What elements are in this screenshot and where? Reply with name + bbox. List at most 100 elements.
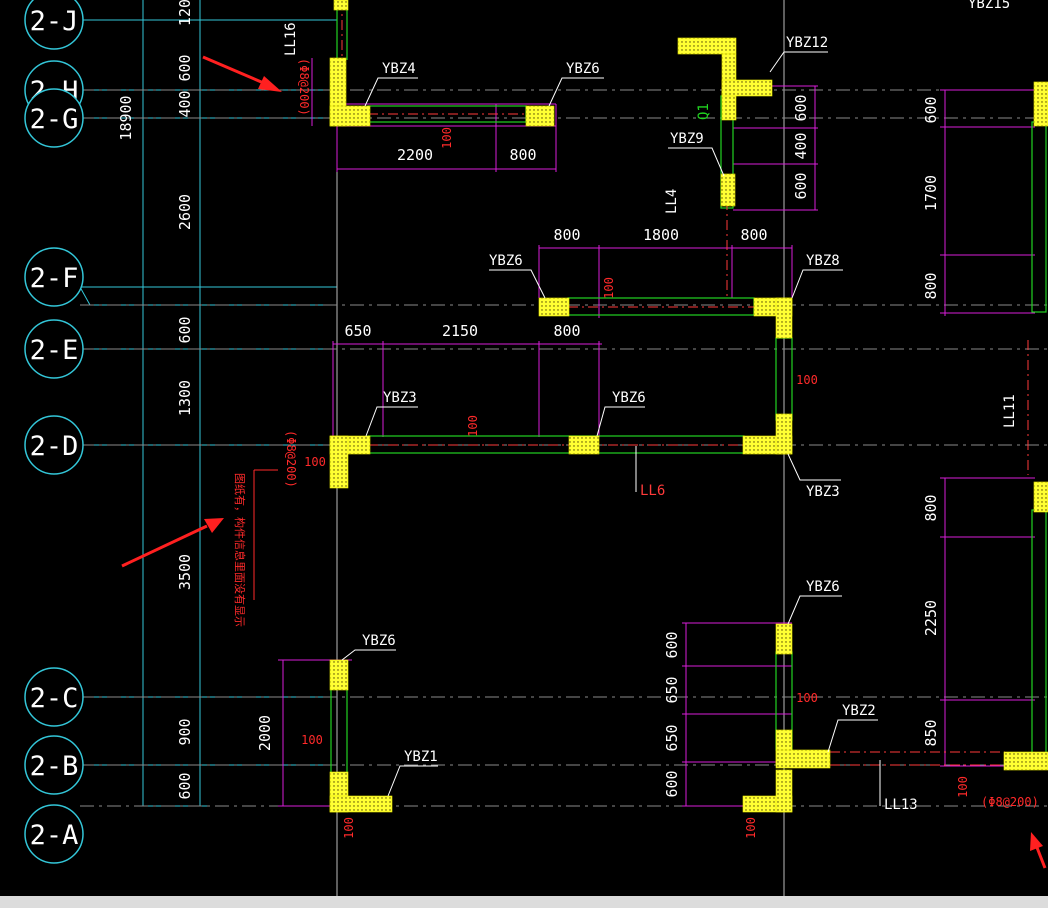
dim-text-low-650a: 650 — [663, 676, 681, 703]
dim-text-ybz9-400: 400 — [792, 132, 810, 159]
axis-bubble-2-f[interactable]: 2-F — [24, 247, 84, 307]
left-dim-segment: 600 — [176, 772, 194, 799]
thick-low: 100 — [796, 691, 818, 705]
column-ybz12[interactable] — [677, 37, 773, 121]
column-part — [1033, 81, 1048, 127]
column-ybz3-left[interactable] — [329, 435, 371, 489]
label-ybz6-d: YBZ6 — [612, 390, 646, 406]
rebar-d: (Φ8@200) — [284, 430, 298, 488]
axis-bubble-label: 2-D — [30, 431, 79, 462]
leader-lines — [341, 51, 881, 806]
label-ybz6-low: YBZ6 — [806, 579, 840, 595]
leader-ybz8 — [791, 269, 843, 299]
column-ybz6-mid[interactable] — [538, 297, 570, 317]
red-annotations: (Φ8@200) (Φ8@200) 图纸有，构件信息里面没有显示 (Φ8@200… — [233, 58, 1039, 809]
callout-arrows — [121, 55, 1047, 869]
column-ybz8[interactable] — [753, 297, 793, 339]
thick-left-bottom: 100 — [342, 817, 356, 839]
leader-ybz6-d — [596, 406, 645, 437]
column-ybz-right-top[interactable] — [1033, 81, 1048, 127]
column-part — [538, 297, 570, 317]
leader-ybz6-top — [548, 77, 604, 107]
label-ybz3-right: YBZ3 — [806, 484, 840, 500]
column-ybz4[interactable] — [329, 57, 371, 127]
dim-text-ybz9-600b: 600 — [792, 172, 810, 199]
label-ybz4: YBZ4 — [382, 61, 416, 77]
dim-text-right-600: 600 — [922, 96, 940, 123]
column-part — [329, 795, 393, 813]
dimension-numbers: 2200 800 800 1800 800 650 2150 800 — [344, 146, 767, 340]
dim-text-right-2250: 2250 — [922, 600, 940, 636]
dim-text-2000: 2000 — [256, 715, 274, 751]
axis-bubble-ring — [24, 415, 84, 475]
axis-bubble-label: 2-G — [30, 104, 79, 135]
label-ll6: LL6 — [640, 483, 665, 499]
column-part — [775, 623, 793, 655]
left-dim-segment: 3500 — [176, 554, 194, 590]
column-ybz6-d[interactable] — [568, 435, 600, 455]
dimension-numbers-vertical: 600 400 600 600 1700 800 800 2250 850 60… — [256, 94, 940, 797]
axis-bubble-2-c[interactable]: 2-C — [24, 667, 84, 727]
dim-text-2200: 2200 — [397, 146, 433, 164]
column-ybz6-left[interactable] — [329, 659, 349, 691]
label-ybz6-left: YBZ6 — [362, 633, 396, 649]
label-ll11: LL11 — [1002, 394, 1018, 428]
label-ybz2: YBZ2 — [842, 703, 876, 719]
left-dim-segment: 900 — [176, 718, 194, 745]
axis-bubble-ring — [24, 88, 84, 148]
column-ybz2[interactable] — [775, 729, 831, 769]
dim-text-low-650b: 650 — [663, 724, 681, 751]
columns-layer — [329, 0, 1048, 813]
column-ybz3-right[interactable] — [742, 413, 793, 455]
left-dim-segment: 2600 — [176, 194, 194, 230]
thick-f: 100 — [602, 277, 616, 299]
dim-text-right-1700: 1700 — [922, 175, 940, 211]
column-ybz-ll16[interactable] — [333, 0, 349, 11]
arrow-middle-icon — [121, 518, 224, 568]
axis-bubble-label: 2-C — [30, 683, 79, 714]
leader-ybz3-right — [787, 453, 841, 481]
rebar-ll16: (Φ8@200) — [297, 58, 311, 116]
column-part — [775, 413, 793, 455]
column-ybz-right-mid[interactable] — [1033, 481, 1048, 513]
rebar-br: (Φ8@200) — [981, 795, 1039, 809]
dim-text-f-800b: 800 — [740, 226, 767, 244]
axis-bubble-ring — [24, 319, 84, 379]
leader-ybz9 — [668, 147, 725, 177]
axis-bubble-ring — [24, 667, 84, 727]
axis-bubble-2-d[interactable]: 2-D — [24, 415, 84, 475]
column-ybz6-top[interactable] — [525, 105, 555, 127]
axis-bubble-2-a[interactable]: 2-A — [24, 804, 84, 864]
label-ybz6-mid: YBZ6 — [489, 253, 523, 269]
column-part — [720, 173, 736, 207]
axis-bubble-ring — [24, 247, 84, 307]
column-ybz-right-low[interactable] — [1003, 751, 1048, 771]
note-missing-info: 图纸有，构件信息里面没有显示 — [233, 473, 247, 627]
dim-text-e-800: 800 — [553, 322, 580, 340]
column-part — [775, 297, 793, 339]
column-part — [525, 105, 555, 127]
leader-ybz6-left — [341, 649, 396, 661]
rotated-labels: LL16 LL4 Q1 LL11 — [283, 22, 1018, 428]
axis-bubble-2-b[interactable]: 2-B — [24, 735, 84, 795]
column-ybz-low-bottom[interactable] — [742, 769, 793, 813]
dim-text-low-600a: 600 — [663, 631, 681, 658]
leader-ybz12 — [769, 51, 828, 73]
axis-bubble-2-j[interactable]: 2-J — [24, 0, 84, 50]
column-ybz9[interactable] — [720, 173, 736, 207]
leader-ybz6-mid — [489, 269, 546, 299]
column-part — [329, 659, 349, 691]
axis-bubble-2-e[interactable]: 2-E — [24, 319, 84, 379]
axis-bubble-2-g[interactable]: 2-G — [24, 88, 84, 148]
axis-bubble-label: 2-J — [30, 6, 79, 37]
left-dim-segment: 1300 — [176, 380, 194, 416]
column-ybz1[interactable] — [329, 771, 393, 813]
column-ybz6-low[interactable] — [775, 623, 793, 655]
label-ll4: LL4 — [664, 189, 680, 214]
column-labels: YBZ15 YBZ12 YBZ4 YBZ6 YBZ9 YBZ6 YBZ8 YBZ… — [341, 0, 1010, 813]
dim-text-2150: 2150 — [442, 322, 478, 340]
leader-ybz2 — [827, 719, 878, 753]
leader-ybz1 — [387, 765, 438, 797]
